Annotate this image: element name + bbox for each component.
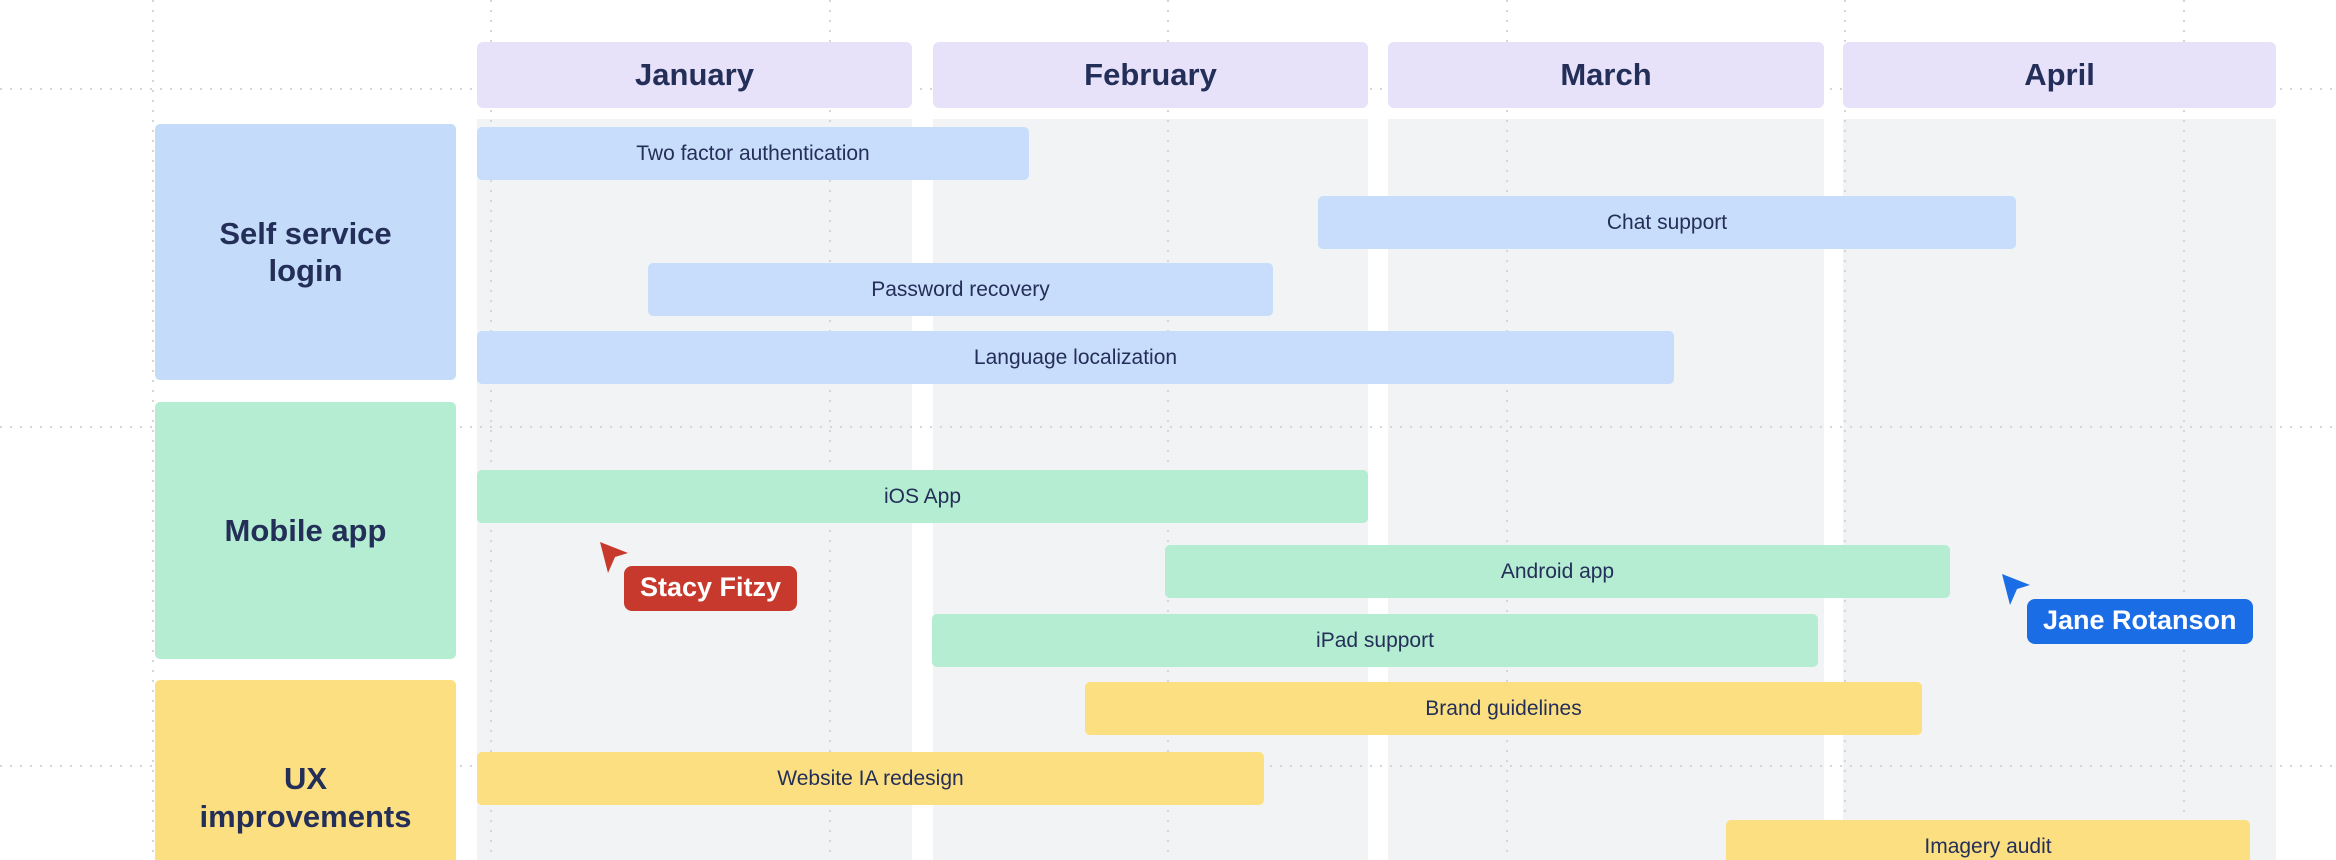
grid-line-vertical <box>152 0 154 860</box>
task-bar-language-localization[interactable]: Language localization <box>477 331 1674 384</box>
task-bar-ipad-support[interactable]: iPad support <box>932 614 1818 667</box>
grid-line-vertical <box>1506 0 1508 860</box>
task-bar-password-recovery[interactable]: Password recovery <box>648 263 1273 316</box>
cursor-arrow-icon <box>2002 574 2030 605</box>
cursor-arrow-icon <box>600 542 628 573</box>
task-bar-two-factor-authentication[interactable]: Two factor authentication <box>477 127 1029 180</box>
grid-line-vertical <box>829 0 831 860</box>
section-label-mobile-app[interactable]: Mobile app <box>155 402 456 659</box>
month-header-january[interactable]: January <box>477 42 912 108</box>
grid-line-vertical <box>1167 0 1169 860</box>
task-bar-imagery-audit[interactable]: Imagery audit <box>1726 820 2250 860</box>
task-bar-chat-support[interactable]: Chat support <box>1318 196 2016 249</box>
grid-line-vertical <box>1844 0 1846 860</box>
section-label-ux-improvements[interactable]: UX improvements <box>155 680 456 860</box>
cursor-name-badge: Jane Rotanson <box>2027 599 2253 644</box>
grid-line-vertical <box>490 0 492 860</box>
section-label-self-service-login[interactable]: Self service login <box>155 124 456 380</box>
cursor-name-badge: Stacy Fitzy <box>624 566 798 611</box>
task-bar-brand-guidelines[interactable]: Brand guidelines <box>1085 682 1922 735</box>
task-bar-website-ia-redesign[interactable]: Website IA redesign <box>477 752 1264 805</box>
grid-line-horizontal <box>0 426 2336 428</box>
task-bar-android-app[interactable]: Android app <box>1165 545 1950 598</box>
month-header-march[interactable]: March <box>1388 42 1824 108</box>
month-header-february[interactable]: February <box>933 42 1368 108</box>
task-bar-ios-app[interactable]: iOS App <box>477 470 1368 523</box>
month-header-april[interactable]: April <box>1843 42 2276 108</box>
grid-line-vertical <box>2183 0 2185 860</box>
